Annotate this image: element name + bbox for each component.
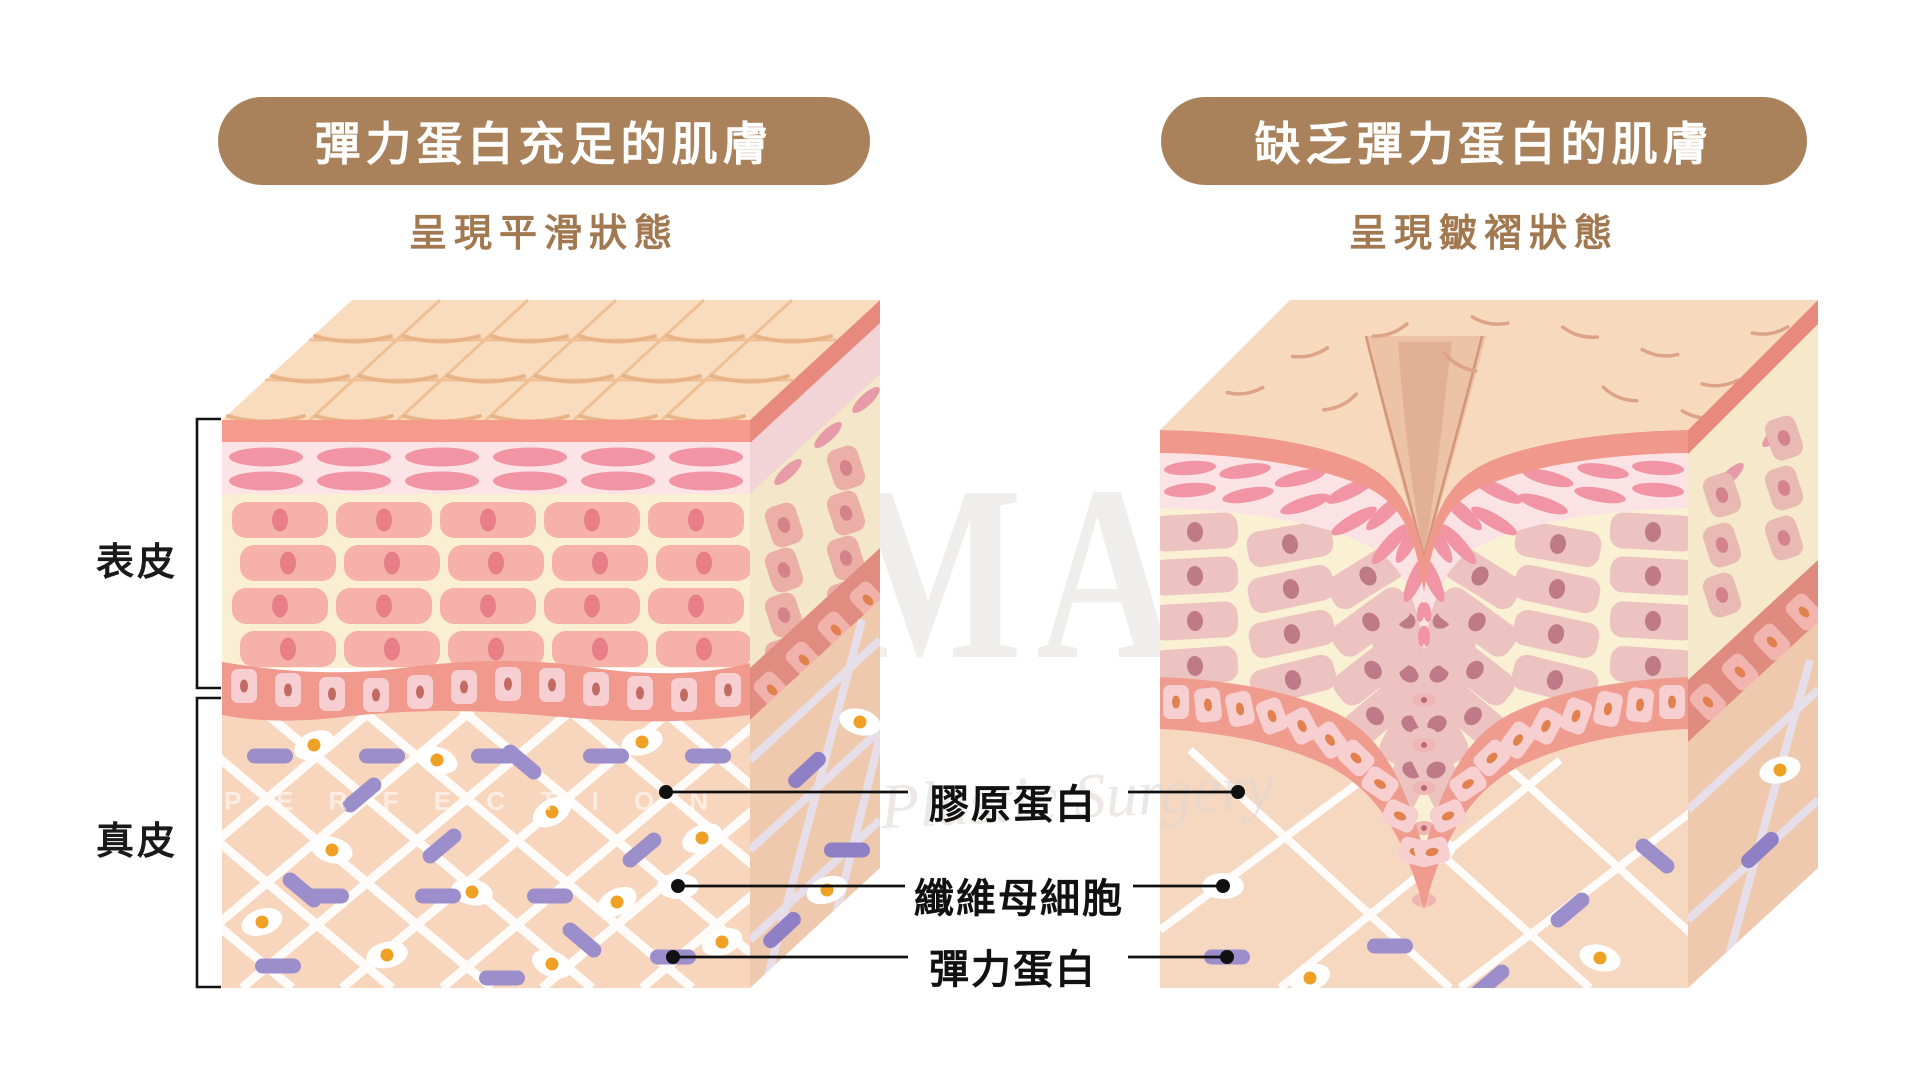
left-subtitle: 呈現平滑狀態 [408,213,679,255]
side-face [750,300,880,988]
fibroblast-annotation-label: 纖維母細胞 [914,877,1124,921]
skin-block-left-illustration [222,298,880,988]
skin-block-right-illustration [1160,300,1818,988]
epidermis-cell-layer [222,494,750,668]
left-title-badge: 彈力蛋白充足的肌膚 [218,97,870,185]
basal-layer-wrinkled [1160,677,1688,910]
dermis-layer [222,710,750,988]
collagen-annotation-label: 膠原蛋白 [929,783,1097,827]
right-title-badge: 缺乏彈力蛋白的肌膚 [1161,97,1807,185]
granular-layer [222,442,750,494]
granular-layer-wrinkled [1160,453,1688,652]
elastin-annotation-label: 彈力蛋白 [929,948,1097,992]
skin-surface-wrinkled [1160,300,1818,559]
right-subtitle: 呈現皺褶狀態 [1348,213,1619,255]
epidermis-cell-layer-wrinkled [1160,508,1688,907]
epidermis-bracket [195,417,221,690]
stratum-corneum-strip-wrinkled [1160,430,1688,592]
basal-layer [222,661,750,722]
skin-surface-smooth [222,298,880,424]
dermis-label: 真皮 [96,821,179,863]
dermis-layer-wrinkled [1160,729,1688,988]
epidermis-label: 表皮 [96,542,179,584]
side-face-wrinkled [1688,300,1818,988]
dermis-bracket [195,696,221,989]
stratum-corneum-strip [222,420,750,442]
